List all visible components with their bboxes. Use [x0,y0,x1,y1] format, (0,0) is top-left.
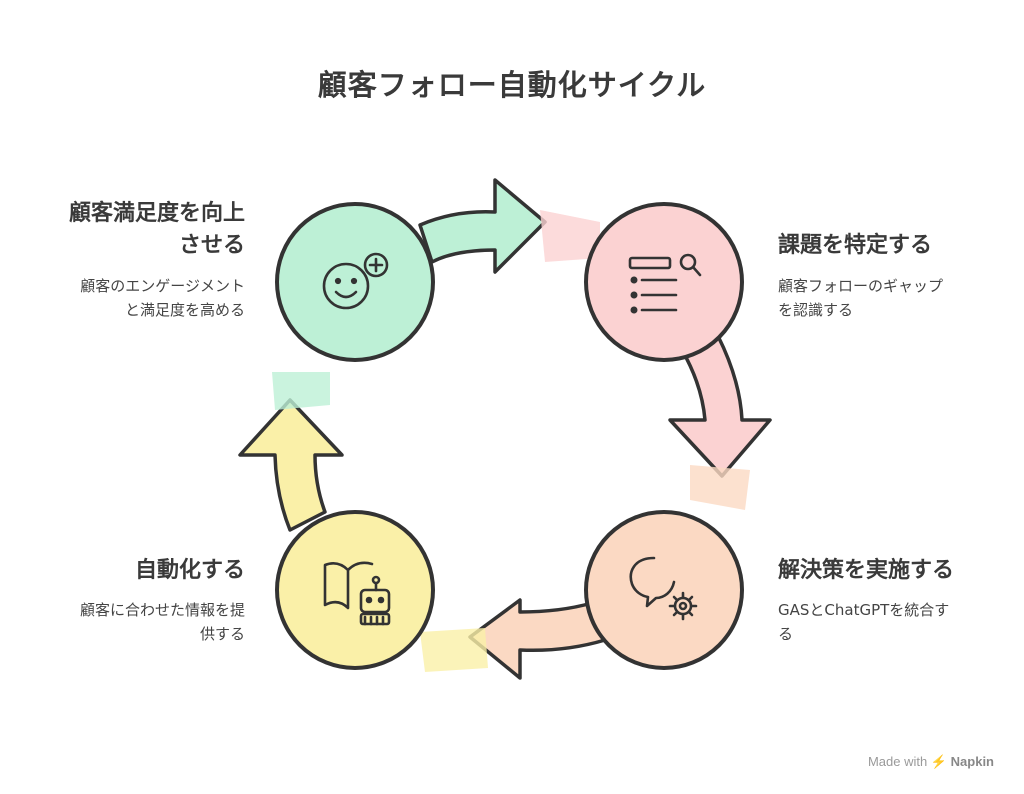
step-satisfaction-desc-line2: と満足度を高める [124,301,245,319]
napkin-watermark: Made with ⚡ Napkin [868,754,994,770]
step-solution-title: 解決策を実施する [778,558,955,583]
step-satisfaction-desc: 顧客のエンゲージメント と満足度を高める [80,274,245,322]
napkin-logo-icon: ⚡ [930,754,948,769]
diagram-title: 顧客フォロー自動化サイクル [317,68,707,102]
node-satisfaction [275,202,435,362]
chat-gear-icon [629,556,698,621]
step-satisfaction-title-line1: 顧客満足度を向上 [68,201,245,226]
arrow-right [668,334,772,510]
node-automate [275,510,435,670]
step-solution-desc-line1: GASとChatGPTを統合す [778,601,950,619]
node-identify [584,202,744,362]
step-identify-desc-line2: を認識する [778,301,854,319]
arrow-top [418,178,600,274]
arrow-bottom [420,598,607,680]
watermark-prefix: Made with [867,754,928,769]
step-identify-desc: 顧客フォローのギャップ を認識する [778,274,943,322]
step-automate-desc-line2: 供する [199,625,245,643]
step-satisfaction-desc-line1: 顧客のエンゲージメント [80,277,245,295]
step-automate-desc-line1: 顧客に合わせた情報を提 [79,601,245,619]
step-satisfaction-title: 顧客満足度を向上 させる [69,198,245,262]
step-satisfaction-title-line2: させる [178,233,245,258]
book-robot-icon [323,561,391,626]
happy-face-plus-icon [322,252,389,310]
step-solution-desc-line2: る [778,625,794,643]
node-solution [584,510,744,670]
step-identify-title: 課題を特定する [778,233,933,258]
step-solution-desc: GASとChatGPTを統合す る [778,598,949,646]
step-automate-title: 自動化する [134,558,245,583]
watermark-brand: Napkin [950,754,994,769]
step-identify-desc-line1: 顧客フォローのギャップ [778,277,944,295]
search-list-icon [628,253,702,314]
step-automate-desc: 顧客に合わせた情報を提 供する [80,598,245,646]
arrow-left [238,372,344,532]
